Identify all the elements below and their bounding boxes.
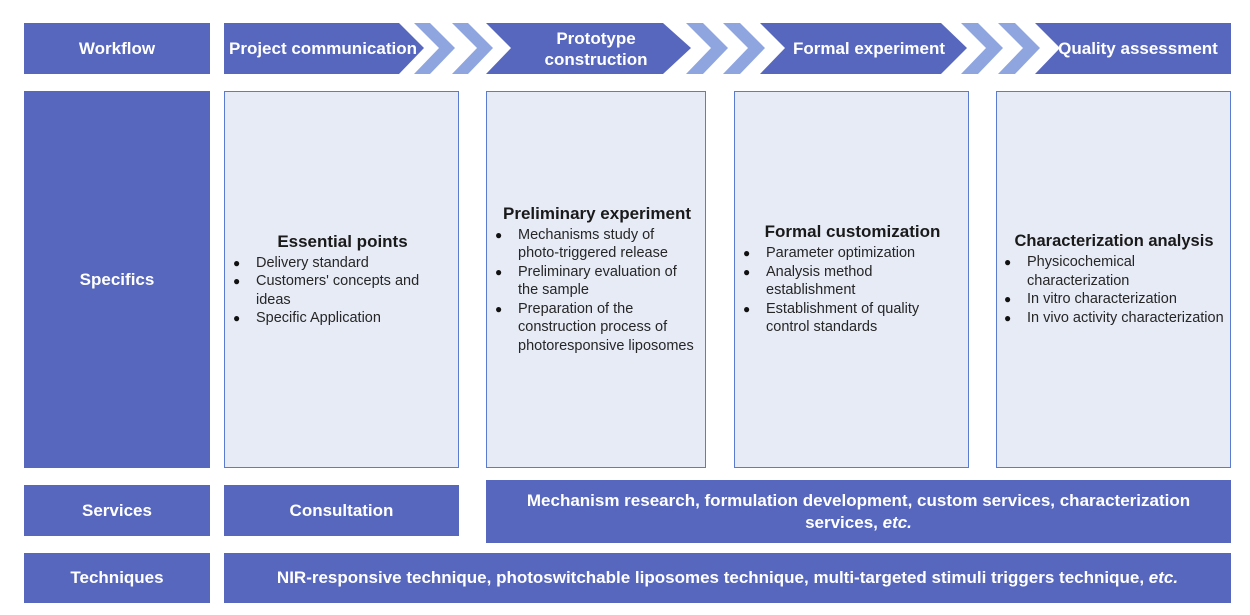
workflow-step-3: Formal experiment [792, 39, 946, 58]
workflow-step-1: Project communication [229, 39, 417, 58]
specifics-card-title: Characterization analysis [1014, 232, 1214, 250]
workflow-chevron [414, 23, 455, 74]
workflow-arrow-2 [486, 23, 691, 74]
services-etc: etc. [882, 512, 912, 532]
workflow-arrow-3 [760, 23, 967, 74]
list-item: Physicochemical characterization [1004, 253, 1224, 290]
list-item: Parameter optimization [743, 244, 962, 263]
specifics-card-3: Formal customization Parameter optimizat… [734, 91, 969, 468]
list-item: In vivo activity characterization [1004, 309, 1224, 328]
list-item: Preliminary evaluation of the sample [495, 263, 699, 300]
workflow-chevron [452, 23, 493, 74]
list-item: Specific Application [233, 309, 452, 328]
techniques-etc: etc. [1148, 568, 1179, 587]
list-item: Mechanisms study of photo-triggered rele… [495, 226, 699, 263]
workflow-chevron [686, 23, 728, 74]
services-main-text: Mechanism research, formulation developm… [516, 490, 1201, 534]
workflow-step-2: Prototype construction [544, 28, 648, 69]
specifics-card-2: Preliminary experiment Mechanisms study … [486, 91, 706, 468]
row-header-specifics: Specifics [24, 91, 210, 468]
techniques-main: NIR-responsive technique, photoswitchabl… [224, 553, 1231, 603]
list-item: Analysis method establishment [743, 263, 962, 300]
workflow-arrow-strip [224, 23, 1231, 74]
row-header-services: Services [24, 485, 210, 536]
row-header-workflow-label: Workflow [78, 38, 156, 58]
services-main-label: Mechanism research, formulation developm… [526, 490, 1191, 532]
workflow-arrow-4 [1035, 23, 1231, 74]
list-item: Delivery standard [233, 254, 452, 273]
specifics-card-1: Essential points Delivery standard Custo… [224, 91, 459, 468]
row-header-workflow: Workflow [24, 23, 210, 74]
services-main: Mechanism research, formulation developm… [486, 480, 1231, 543]
services-consultation: Consultation [224, 485, 459, 536]
row-header-services-label: Services [82, 500, 152, 520]
specifics-card-title: Essential points [277, 231, 408, 251]
row-header-specifics-label: Specifics [79, 269, 155, 289]
techniques-label: NIR-responsive technique, photoswitchabl… [276, 568, 1145, 587]
specifics-card-list: Physicochemical characterization In vitr… [1004, 253, 1224, 327]
list-item: In vitro characterization [1004, 290, 1224, 309]
list-item: Customers' concepts and ideas [233, 272, 452, 309]
workflow-chevron [723, 23, 765, 74]
workflow-chevron [961, 23, 1003, 74]
specifics-card-4: Characterization analysis Physicochemica… [996, 91, 1231, 468]
techniques-text: NIR-responsive technique, photoswitchabl… [277, 567, 1178, 589]
specifics-card-list: Delivery standard Customers' concepts an… [233, 254, 452, 328]
row-header-techniques-label: Techniques [70, 568, 164, 587]
workflow-chevron [998, 23, 1040, 74]
list-item: Preparation of the construction process … [495, 300, 699, 356]
list-item: Establishment of quality control standar… [743, 300, 962, 337]
workflow-arrow-1 [224, 23, 424, 74]
specifics-card-list: Parameter optimization Analysis method e… [743, 244, 962, 337]
specifics-card-title: Preliminary experiment [502, 203, 692, 223]
row-header-techniques: Techniques [24, 553, 210, 603]
services-consultation-label: Consultation [289, 500, 394, 520]
specifics-card-list: Mechanisms study of photo-triggered rele… [495, 226, 699, 356]
workflow-step-4: Quality assessment [1058, 39, 1218, 58]
specifics-card-title: Formal customization [764, 222, 941, 242]
